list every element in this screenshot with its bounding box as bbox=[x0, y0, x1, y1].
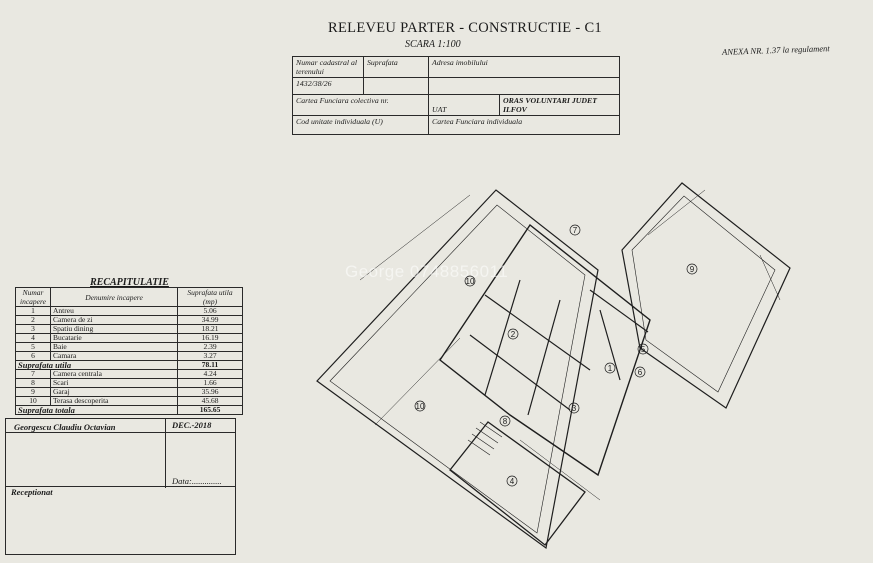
room-label-1: 1 bbox=[608, 364, 613, 373]
scale-label: SCARA 1:100 bbox=[405, 39, 461, 50]
recap-title: RECAPITULATIE bbox=[90, 277, 169, 288]
author-name: Georgescu Claudiu Octavian bbox=[14, 422, 116, 432]
room-label-4: 4 bbox=[510, 477, 515, 486]
recap-table: Numar incapere Denumire incapere Suprafa… bbox=[15, 287, 243, 415]
room-label-2: 2 bbox=[511, 330, 516, 339]
wall-segment bbox=[484, 279, 521, 396]
wall-segment bbox=[469, 334, 571, 411]
col-room-name: Denumire incapere bbox=[50, 287, 178, 307]
room-label-10-a: 10 bbox=[466, 277, 475, 286]
wall-segment bbox=[527, 299, 561, 416]
garage-walls bbox=[621, 182, 791, 409]
col-room-number: Numar incapere bbox=[15, 287, 51, 307]
room-label-8: 8 bbox=[503, 417, 508, 426]
total-row: Suprafata totala 165.65 bbox=[15, 405, 243, 415]
room-label-9: 9 bbox=[690, 265, 695, 274]
kitchen-walls bbox=[449, 421, 586, 546]
divider bbox=[165, 418, 166, 488]
wall-segment bbox=[599, 309, 621, 381]
document-date: DEC.-2018 bbox=[172, 420, 212, 430]
wall-segment bbox=[484, 294, 591, 371]
col-usable-area: Suprafata utila (mp) bbox=[177, 287, 243, 307]
room-label-10-b: 10 bbox=[416, 402, 425, 411]
house-walls bbox=[439, 223, 651, 477]
room-label-7: 7 bbox=[573, 226, 578, 235]
divider bbox=[5, 486, 235, 487]
stairs bbox=[467, 421, 503, 456]
terrace-outline bbox=[316, 189, 599, 550]
garage-inner bbox=[631, 195, 776, 393]
total-label: Suprafata totala bbox=[15, 405, 178, 415]
total-value: 165.65 bbox=[177, 405, 243, 415]
phone-watermark: George 0748856011 bbox=[345, 262, 509, 281]
data-field: Data:.............. bbox=[172, 476, 222, 486]
document-title: RELEVEU PARTER - CONSTRUCTIE - C1 bbox=[328, 20, 602, 36]
room-label-5: 5 bbox=[641, 345, 646, 354]
property-info-table: Numar cadastral al terenului Suprafata A… bbox=[292, 56, 620, 135]
divider bbox=[5, 432, 235, 433]
received-label: Receptionat bbox=[11, 487, 53, 497]
wall-segment bbox=[589, 289, 649, 333]
terrace-inner bbox=[329, 204, 586, 534]
room-label-6: 6 bbox=[638, 368, 643, 377]
dimension-lines bbox=[359, 189, 781, 501]
room-label-3: 3 bbox=[572, 404, 577, 413]
cadastral-number-label: Numar cadastral al terenului bbox=[292, 56, 364, 78]
individual-land-book-label: Cartea Funciara individuala bbox=[428, 115, 620, 135]
